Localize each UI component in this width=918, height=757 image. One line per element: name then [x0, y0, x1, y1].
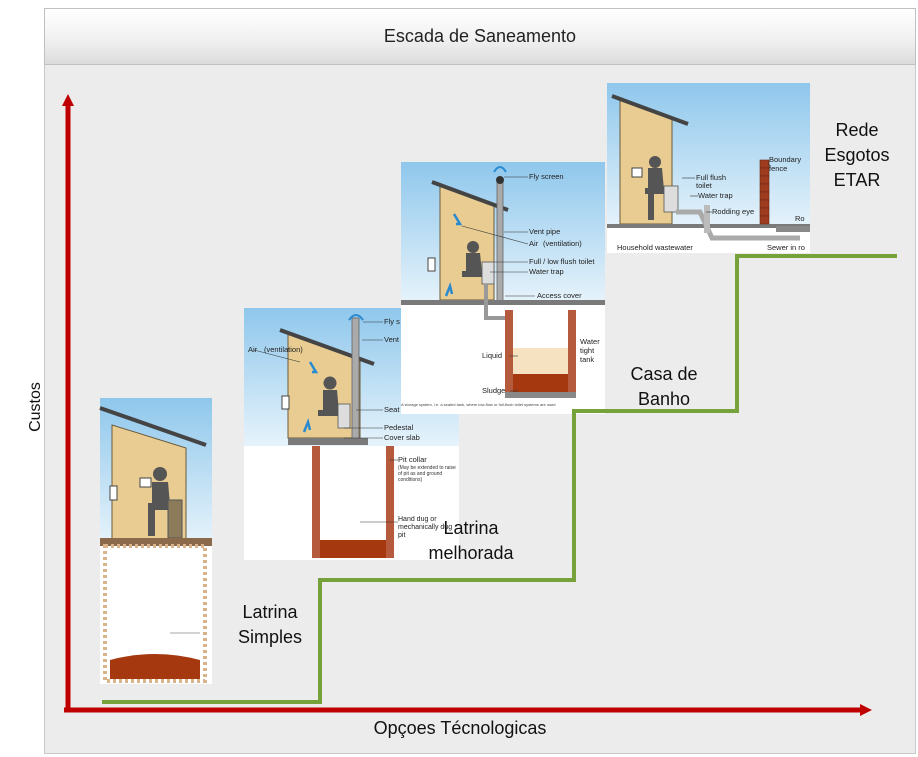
sewer-connection-illustration: Full flush toilet Water trap Rodding eye… [607, 83, 810, 253]
holding-tank-illustration: Fly screen Vent pipe Air (ventilation) F… [401, 162, 605, 414]
vip-label-collar-note: (May be extended to raise of pit as and … [398, 465, 456, 483]
tank-label-access: Access cover [537, 291, 582, 300]
tank-label-sludge: Sludge [482, 386, 505, 395]
y-axis-label: Custos [27, 382, 44, 432]
sewer-label-boundary1: Boundary [769, 155, 801, 164]
step-label-latrina-simples: Latrina Simples [220, 600, 320, 650]
tank-label-liquid: Liquid [482, 351, 502, 360]
sewer-label-rodding: Rodding eye [712, 207, 754, 216]
step-3-line-2: Banho [637, 389, 691, 409]
sewer-label-full2: toilet [696, 181, 713, 190]
vip-label-vent: Vent [384, 335, 400, 344]
vip-label-pedestal: Pedestal [384, 423, 414, 432]
tank-caption: A storage system, i.e. a sealed tank, wh… [401, 402, 556, 407]
vip-label-fly: Fly s [384, 317, 400, 326]
step-3-line-1: Casa de [630, 364, 698, 384]
step-1-line-2: Simples [237, 627, 303, 647]
tank-label-fly: Fly screen [529, 172, 564, 181]
sewer-label-boundary2: fence [769, 164, 787, 173]
step-2-line-1: Latrina [443, 518, 499, 538]
sanitation-ladder-steps [102, 254, 897, 704]
tank-label-toilet: Full / low flush toilet [529, 257, 595, 266]
sewer-label-full1: Full flush [696, 173, 726, 182]
step-1-line-1: Latrina [242, 602, 298, 622]
simple-latrine-illustration [99, 398, 212, 684]
vip-label-air: Air [248, 345, 258, 354]
step-label-casa-de-banho: Casa de Banho [614, 362, 714, 412]
sewer-label-road: Ro [795, 214, 805, 223]
x-axis-label: Opçoes Técnologicas [373, 718, 547, 738]
step-4-line-1: Rede [835, 120, 879, 140]
tank-label-trap: Water trap [529, 267, 564, 276]
tank-label-air: Air [529, 239, 539, 248]
vip-label-cover: Cover slab [384, 433, 420, 442]
tank-label-water: Water [580, 337, 600, 346]
sewer-label-household: Household wastewater [617, 243, 693, 252]
vip-latrine-illustration: Fly s Vent Air (ventilation) Seat Pedest… [244, 308, 459, 560]
vip-label-dug: Hand dug or mechanically dug pit [398, 516, 453, 539]
tank-label-air-sub: (ventilation) [543, 239, 582, 248]
tank-label-tight: tight [580, 346, 595, 355]
tank-label-vent: Vent pipe [529, 227, 560, 236]
step-2-line-2: melhorada [428, 543, 514, 563]
step-4-line-2: Esgotos [824, 145, 890, 165]
tank-label-tank: tank [580, 355, 594, 364]
vip-label-seat: Seat [384, 405, 400, 414]
page-title: Escada de Saneamento [44, 8, 916, 65]
vip-label-collar: Pit collar [398, 455, 427, 464]
step-4-line-3: ETAR [833, 170, 881, 190]
step-label-rede-esgotos: Rede Esgotos ETAR [812, 118, 902, 193]
step-label-latrina-melhorada: Latrina melhorada [416, 516, 526, 566]
sewer-label-trap: Water trap [698, 191, 733, 200]
sewer-label-sewer: Sewer in ro [767, 243, 805, 252]
vip-label-air-sub: (ventilation) [264, 345, 303, 354]
